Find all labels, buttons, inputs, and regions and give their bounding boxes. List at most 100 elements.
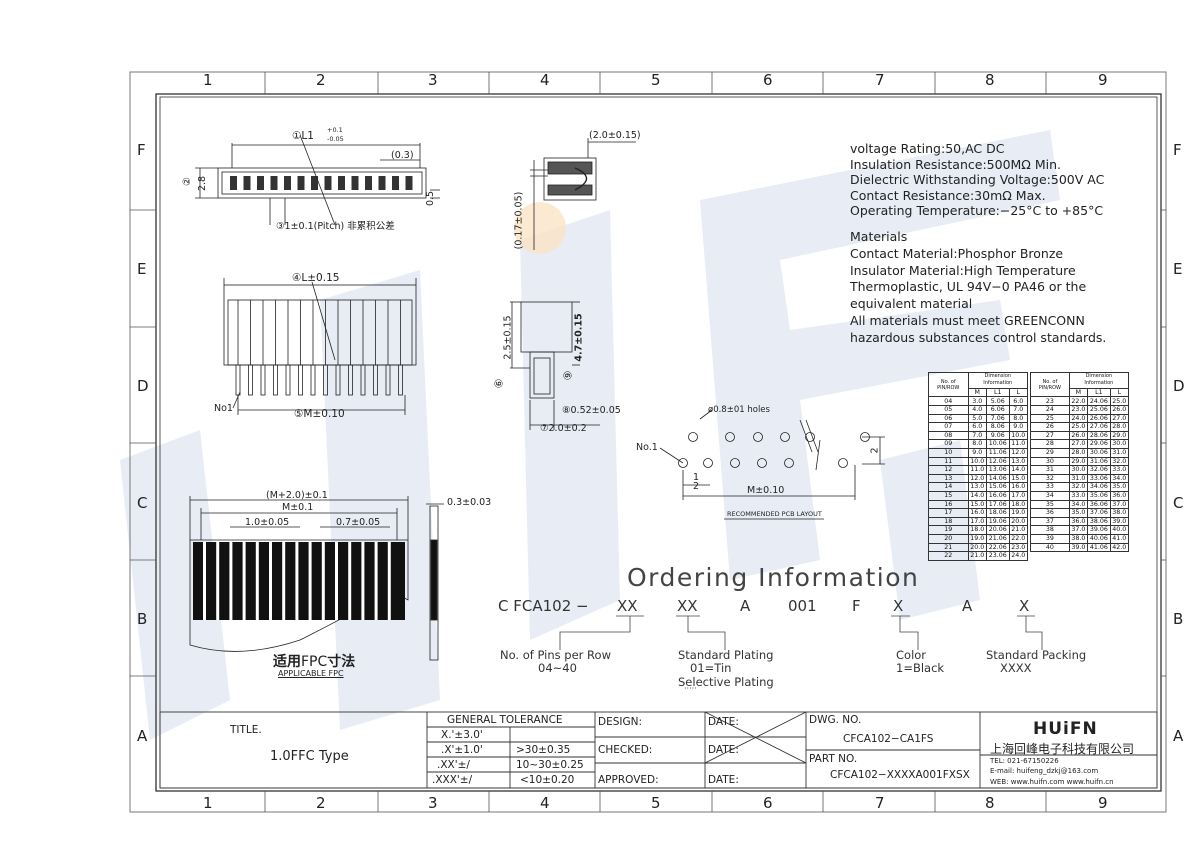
tol-row-3-b: 10~30±0.25 [516,759,584,771]
dim-28: 2.8 [197,175,209,192]
table-cell: 38.06 [1087,516,1111,527]
table-cell: 40.0 [1109,525,1130,535]
table-cell: 6.0 [967,422,987,432]
table-header-pins: No. of PIN/ROW [1030,371,1070,398]
table-cell: 19 [928,525,969,535]
ordering-code-prefix: C FCA102 − [498,597,589,615]
pcb-hole-bottom [784,458,794,468]
grid-row-b: B [137,610,148,628]
part-no: CFCA102−XXXXA001FXSX [830,769,970,781]
table-cell: 23.06 [985,551,1010,561]
table-cell: 24.0 [1068,413,1089,424]
table-cell: 20 [928,533,969,544]
tol-row-1-a: X.'±3.0' [441,729,483,741]
company-web: WEB: www.huifn.com www.huifn.cn [990,778,1114,786]
front-pin-leg [310,364,316,396]
fpc-gap [321,542,325,620]
table-cell: 21.0 [967,551,987,561]
table-cell: 9.0 [967,447,987,458]
grid-col-1: 1 [203,71,213,89]
table-cell: 27.0 [1068,439,1089,449]
table-cell: 19.0 [1008,508,1029,518]
ordering-code-color: X [893,597,904,615]
table-cell: 04 [928,396,969,406]
table-cell: 5.0 [967,413,987,424]
front-pin-leg [285,364,291,396]
table-cell: 31.0 [1068,473,1089,484]
fpc-gap [229,542,233,620]
table-cell: 24.0 [1008,551,1029,561]
front-pin-leg [235,364,241,396]
table-cell: 16.0 [967,508,987,518]
table-cell: 34 [1030,490,1070,501]
dim-fpc-10: 1.0±0.05 [245,517,290,528]
table-cell: 41.06 [1087,542,1111,553]
grid-row-a-right: A [1173,727,1184,745]
table-cell: 33.06 [1087,473,1111,484]
table-cell: 08 [928,430,969,441]
pcb-layout-title: RECOMMENDED PCB LAYOUT [727,510,822,518]
table-cell: 18.0 [967,525,987,535]
dim-2-circle: ② [181,177,193,186]
table-cell: 25.0 [1109,396,1130,406]
dim-l1-tol-bot: -0.05 [327,135,344,143]
table-cell: 30.0 [1109,439,1130,449]
fpc-gap [387,542,391,620]
ordering-brackets [559,615,1043,650]
top-pin [338,176,345,190]
dim-l1-tol-top: +0.1 [327,126,343,134]
table-cell: 8.0 [967,439,987,449]
pcb-layout-drawing [659,409,885,520]
top-pin [351,176,359,190]
table-cell: 30.06 [1087,447,1111,458]
table-cell: 30 [1030,456,1070,467]
table-cell: 31.0 [1109,447,1130,458]
table-cell: 28.0 [1109,422,1130,432]
table-cell: 22.06 [985,542,1010,553]
grid-row-d: D [137,377,149,395]
grid-row-a: A [137,727,148,745]
general-tolerance: GENERAL TOLERANCE [447,714,563,726]
grid-row-e-right: E [1173,260,1183,278]
table-cell: 21 [928,542,969,553]
side-view2-drawing [510,301,600,430]
tol-row-4-b: <10±0.20 [520,774,575,786]
table-cell: 7.0 [1008,405,1029,415]
table-cell: 20.06 [985,525,1010,535]
pcb-hole-top [805,432,815,442]
pcb-hole-top [753,432,763,442]
ordering-code-a2: A [962,597,973,615]
table-cell: 38 [1030,525,1070,535]
title-value: 1.0FFC Type [270,749,349,764]
fpc-title: 适用FPC寸法 [273,654,356,670]
table-cell: 31 [1030,465,1070,475]
dim-m01: M±0.1 [282,502,314,513]
fpc-gap [269,542,272,620]
checked-label: CHECKED: [598,744,653,756]
table-cell: 33.0 [1068,490,1089,501]
tol-row-4-a: .XXX'±/ [432,774,473,786]
table-cell: 21.0 [1008,525,1029,535]
pcb-hole-top [688,432,698,442]
front-pin-leg [385,364,391,396]
table-subheader: L [1008,387,1029,398]
material-equivalent: equivalent material [850,296,973,312]
material-contact: Contact Material:Phosphor Bronze [850,245,1064,261]
front-pin-leg [273,364,278,396]
dim-side2-20: ⑦2.0±0.2 [540,423,587,434]
table-cell: 35.06 [1087,490,1111,501]
table-cell: 29.06 [1087,439,1111,449]
table-cell: 25 [1030,413,1070,424]
front-pin-leg [398,364,403,396]
